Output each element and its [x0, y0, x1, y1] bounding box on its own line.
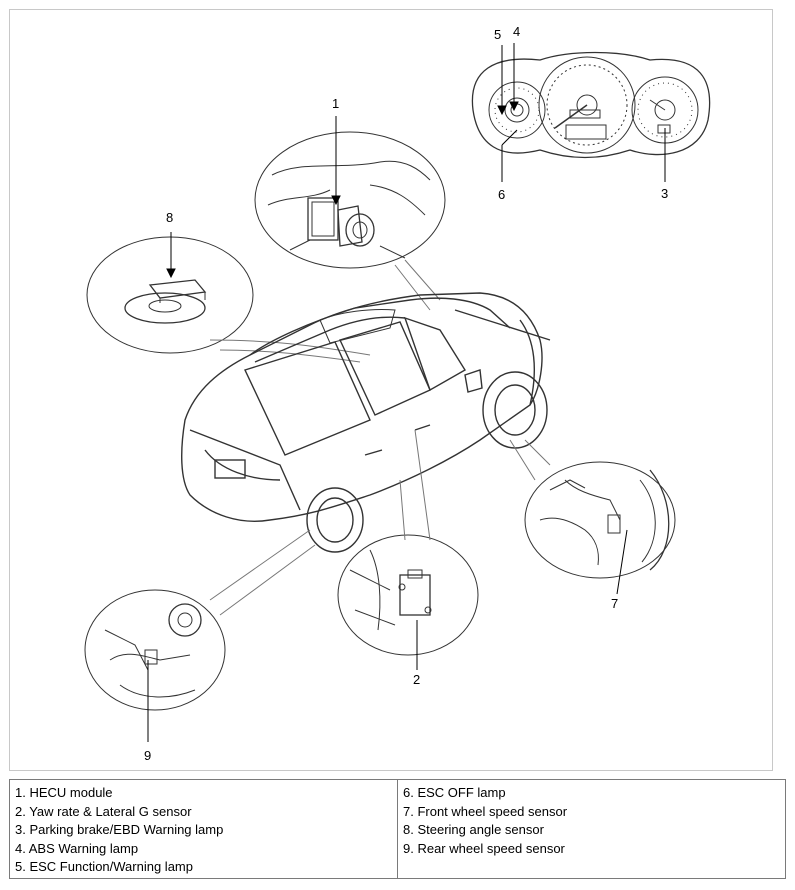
callout-1: 1 — [332, 96, 339, 111]
car-body — [181, 292, 551, 553]
esc-component-diagram: 1 2 3 4 5 6 7 8 9 — [84, 24, 711, 763]
legend-item-front-wheel-sensor: 7. Front wheel speed sensor — [403, 803, 568, 819]
steering-sensor-bubble — [86, 236, 371, 363]
legend-item-esc-off-lamp: 6. ESC OFF lamp — [403, 785, 506, 800]
legend-table: 1. HECU module 2. Yaw rate & Lateral G s… — [9, 779, 786, 879]
legend-item-esc-lamp: 5. ESC Function/Warning lamp — [15, 859, 193, 874]
rear-wheel-bubble — [84, 529, 316, 711]
leader-lines — [147, 43, 666, 742]
legend-item-parking-lamp: 3. Parking brake/EBD Warning lamp — [15, 822, 224, 837]
callout-4: 4 — [513, 24, 520, 39]
callout-labels: 1 2 3 4 5 6 7 8 9 — [144, 24, 668, 763]
instrument-cluster — [471, 51, 711, 159]
callout-3: 3 — [661, 186, 668, 201]
legend-left-column: 1. HECU module 2. Yaw rate & Lateral G s… — [10, 780, 397, 878]
legend-right-column: 6. ESC OFF lamp 7. Front wheel speed sen… — [397, 780, 785, 878]
callout-9: 9 — [144, 748, 151, 763]
yaw-sensor-bubble — [337, 429, 479, 656]
legend-item-abs-lamp: 4. ABS Warning lamp — [15, 840, 139, 856]
legend-item-steering-sensor: 8. Steering angle sensor — [403, 822, 544, 837]
callout-6: 6 — [498, 187, 505, 202]
hecu-bubble — [254, 131, 446, 311]
diagram-frame: 1 2 3 4 5 6 7 8 9 — [9, 9, 773, 771]
legend-item-hecu: 1. HECU module — [15, 785, 113, 800]
front-wheel-bubble — [509, 439, 676, 579]
callout-7: 7 — [611, 596, 618, 611]
legend-item-rear-wheel-sensor: 9. Rear wheel speed sensor — [403, 840, 565, 856]
callout-2: 2 — [413, 672, 420, 687]
legend-item-yaw-sensor: 2. Yaw rate & Lateral G sensor — [15, 803, 192, 819]
callout-5: 5 — [494, 27, 501, 42]
callout-8: 8 — [166, 210, 173, 225]
